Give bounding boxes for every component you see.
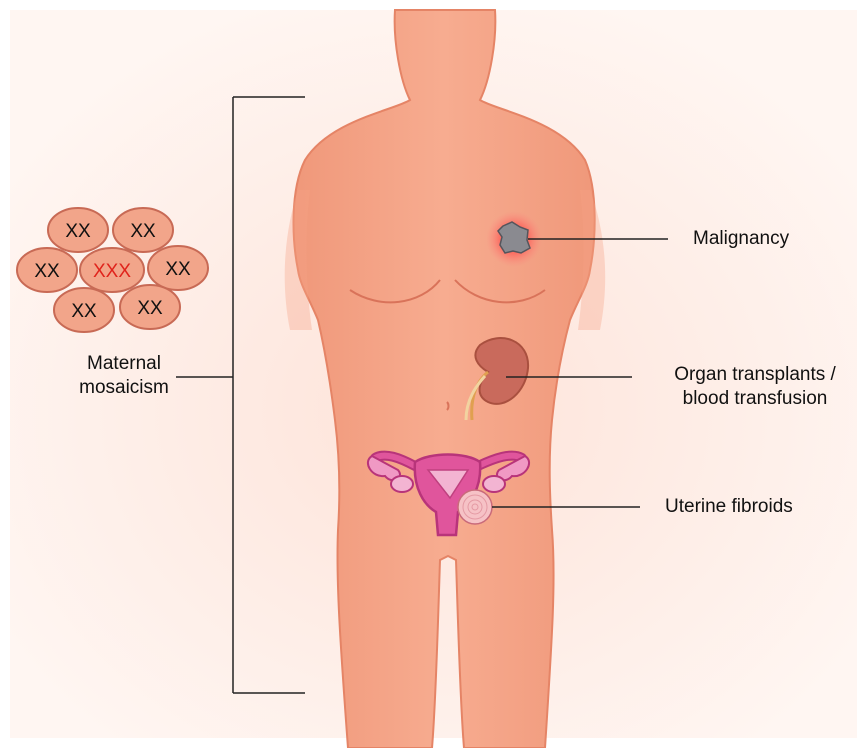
mosaicism-label-line2: mosaicism <box>74 376 174 400</box>
cell-abnormal: XXX <box>80 248 144 292</box>
malignancy-label: Malignancy <box>693 227 789 251</box>
cell-label: XX <box>71 301 97 322</box>
fibroids-label: Uterine fibroids <box>665 495 793 519</box>
mosaicism-label-line1: Maternal <box>74 352 174 376</box>
cell-label: XX <box>165 259 191 280</box>
cell-label: XX <box>65 221 91 242</box>
cell-label-abnormal: XXX <box>93 261 131 282</box>
cell: XX <box>54 288 114 332</box>
mosaicism-label: Maternal mosaicism <box>74 352 174 400</box>
transplant-label-line2: blood transfusion <box>648 387 862 411</box>
cell-label: XX <box>137 298 163 319</box>
cell-label: XX <box>34 261 60 282</box>
transplant-label: Organ transplants / blood transfusion <box>648 363 862 411</box>
cell-label: XX <box>130 221 156 242</box>
cell: XX <box>17 248 77 292</box>
cell: XX <box>120 285 180 329</box>
cell: XX <box>48 208 108 252</box>
cell: XX <box>148 246 208 290</box>
transplant-label-line1: Organ transplants / <box>648 363 862 387</box>
cell: XX <box>113 208 173 252</box>
